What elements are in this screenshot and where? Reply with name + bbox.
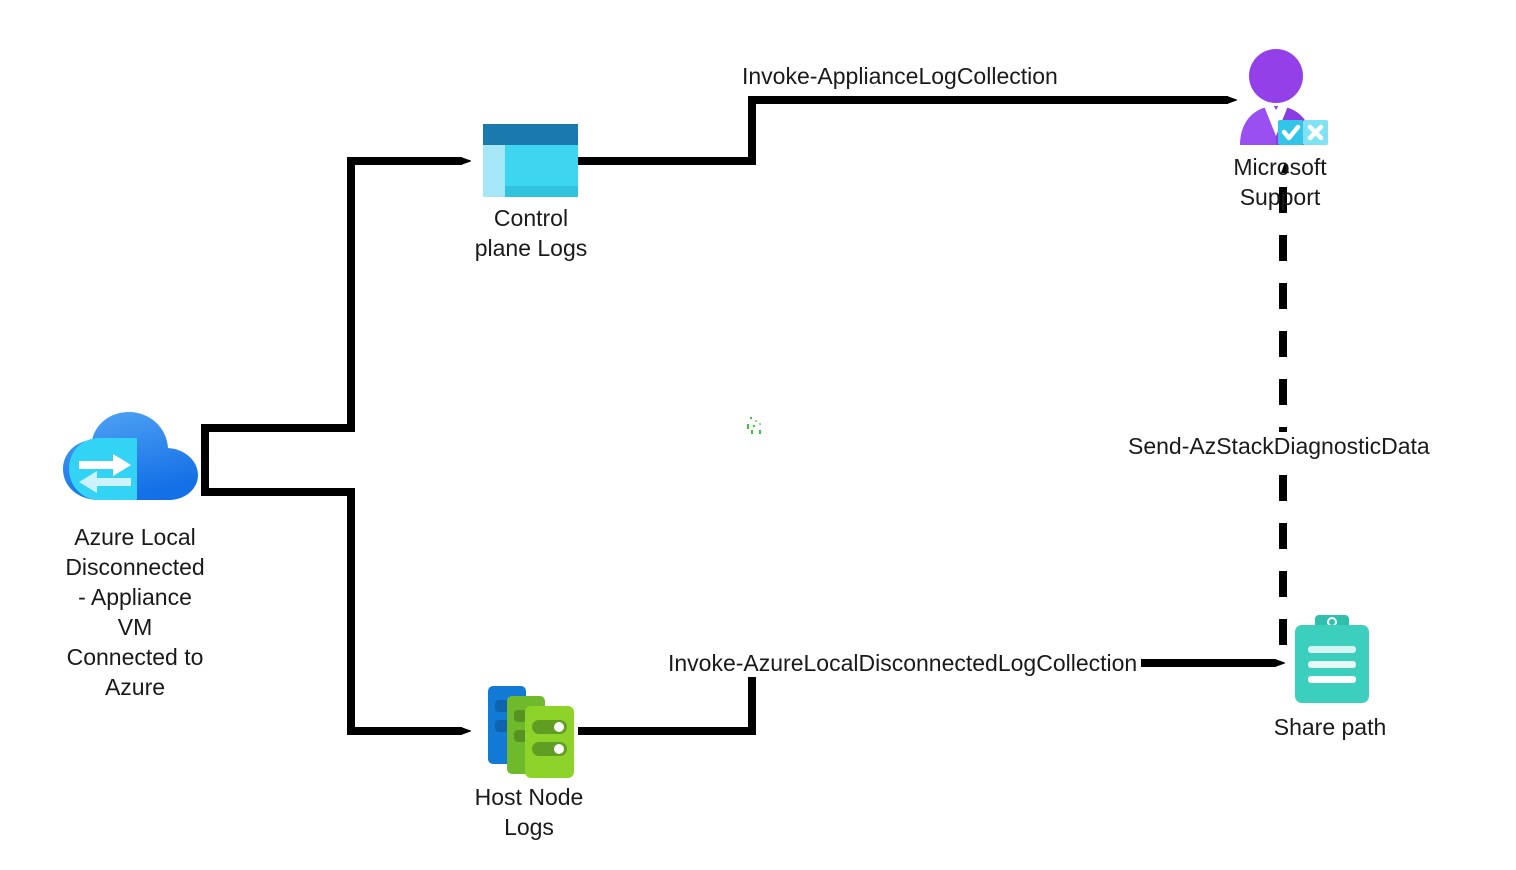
connector-control-plane-to-support bbox=[578, 96, 1228, 165]
pixel-artifact bbox=[759, 430, 761, 434]
azure-cloud-sync-icon bbox=[55, 412, 215, 508]
edge-label-invoke-azure-local-disconnected-log-collection: Invoke-AzureLocalDisconnectedLogCollecti… bbox=[664, 649, 1142, 677]
pixel-artifact bbox=[751, 430, 753, 434]
pixel-artifact bbox=[755, 420, 757, 422]
log-window-icon bbox=[483, 124, 578, 197]
pixel-artifact bbox=[753, 425, 755, 427]
support-person-icon bbox=[1232, 48, 1328, 148]
edge-label-send-azstack-diagnostic-data: Send-AzStackDiagnosticData bbox=[1124, 432, 1434, 460]
server-stack-icon bbox=[485, 684, 577, 780]
pixel-artifact bbox=[750, 417, 752, 419]
connector-vm-to-control-plane bbox=[201, 157, 462, 432]
edge-label-invoke-appliance-log-collection: Invoke-ApplianceLogCollection bbox=[738, 62, 1062, 90]
clipboard-icon bbox=[1293, 615, 1371, 705]
pixel-artifact bbox=[759, 423, 761, 425]
pixel-artifact bbox=[747, 424, 749, 429]
connector-vm-to-host-node bbox=[201, 488, 462, 735]
